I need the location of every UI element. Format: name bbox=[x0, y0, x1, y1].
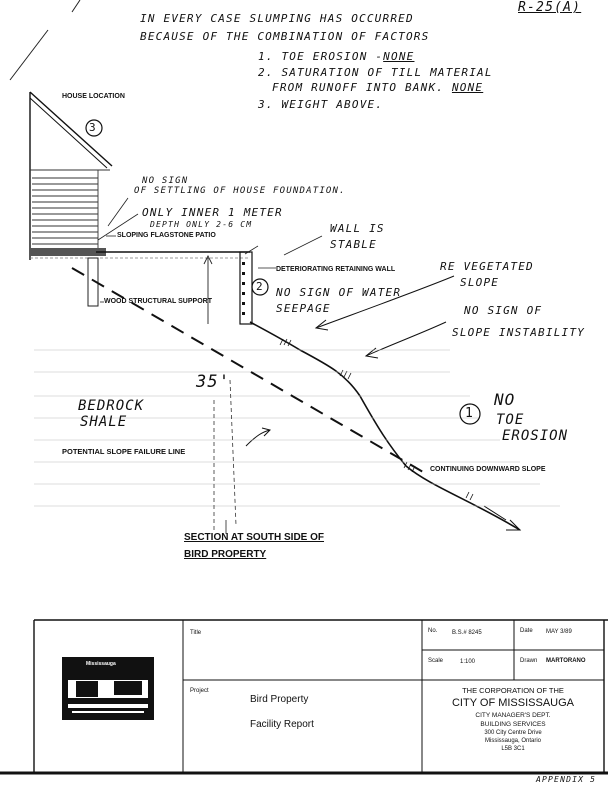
slope-profile bbox=[249, 321, 521, 531]
no-water-2: seepage bbox=[276, 302, 331, 315]
date-value: MAY 3/89 bbox=[546, 629, 572, 635]
marker-2: 2 bbox=[256, 280, 264, 293]
note-item-3: 3. Weight above. bbox=[258, 98, 384, 111]
no-water-1: No sign of water bbox=[276, 286, 402, 299]
bedrock-label-2: shale bbox=[80, 414, 128, 430]
footer-appendix: Appendix 5 bbox=[536, 775, 597, 784]
house-location-label: House Location bbox=[62, 93, 125, 100]
no-toe-2: toe bbox=[496, 412, 525, 428]
settling-note-1: No sign bbox=[142, 176, 189, 186]
dept-line-1: City Manager's Dept. bbox=[475, 712, 551, 719]
marker-1: 1 bbox=[465, 406, 475, 421]
project-label: Project bbox=[190, 688, 209, 694]
sloping-patio-label: Sloping flagstone patio bbox=[117, 232, 216, 239]
no-label: No. bbox=[428, 628, 438, 634]
wall-stable-2: stable bbox=[330, 238, 377, 251]
settling-note-2: of settling of house foundation. bbox=[134, 186, 346, 196]
retaining-wall-label: Deteriorating retaining wall bbox=[276, 266, 396, 273]
marker-3: 3 bbox=[89, 121, 97, 134]
no-instability-2: slope instability bbox=[452, 326, 585, 339]
failure-line-label: Potential slope failure line bbox=[62, 447, 186, 456]
note-item-2a: 2. Saturation of till material bbox=[258, 66, 493, 79]
dept-line-2: Building Services bbox=[480, 721, 546, 728]
title-block-frame bbox=[0, 619, 608, 775]
no-value: B.S.# 8245 bbox=[452, 630, 482, 636]
failure-line bbox=[71, 267, 431, 477]
bedrock-label-1: Bedrock bbox=[78, 398, 145, 414]
section-title-1: Section at south side of bbox=[184, 532, 325, 543]
city-line: City of Mississauga bbox=[451, 697, 575, 709]
note-line-1: In every case slumping has occurred bbox=[140, 12, 414, 25]
drawn-label: Drawn bbox=[520, 658, 538, 664]
logo-text: Mississauga bbox=[86, 661, 116, 667]
corporation-line: The Corporation of the bbox=[462, 686, 564, 695]
wood-support-label: Wood structural support bbox=[104, 298, 212, 305]
revegetated-1: Re vegetated bbox=[440, 260, 534, 273]
revegetated-2: slope bbox=[460, 276, 500, 289]
project-line-2: Facility Report bbox=[250, 719, 314, 730]
date-label: Date bbox=[520, 628, 533, 634]
depth-dimension: 35' bbox=[196, 372, 231, 392]
drawn-value: MARTORANO bbox=[546, 658, 586, 664]
note-line-2: because of the combination of factors bbox=[140, 30, 430, 43]
reference-number: R-25(a) bbox=[518, 0, 582, 15]
project-line-1: Bird Property bbox=[250, 694, 309, 705]
address-line-2: Mississauga, Ontario bbox=[484, 738, 542, 744]
inner-depth-note-2: depth only 2-6 cm bbox=[150, 220, 253, 229]
scale-value: 1:100 bbox=[460, 659, 476, 665]
no-toe-1: No bbox=[494, 390, 516, 409]
title-label: Title bbox=[190, 630, 202, 636]
downward-slope-label: Continuing downward slope bbox=[430, 466, 546, 473]
inner-depth-note-1: Only inner 1 meter bbox=[142, 206, 283, 219]
note-item-2b: from runoff into bank. None bbox=[272, 81, 484, 94]
address-line-1: 300 City Centre Drive bbox=[484, 730, 542, 736]
house-roof bbox=[29, 91, 113, 260]
address-line-3: L5B 3C1 bbox=[501, 746, 525, 752]
retaining-wall bbox=[239, 251, 253, 325]
marker-2-circle bbox=[251, 278, 269, 296]
section-title-2: Bird property bbox=[184, 549, 267, 560]
marker-3-circle bbox=[85, 119, 103, 137]
note-item-1: 1. Toe erosion -None bbox=[258, 50, 415, 63]
house-siding bbox=[30, 169, 110, 256]
scale-label: Scale bbox=[428, 658, 444, 664]
no-toe-3: erosion bbox=[502, 428, 569, 444]
wall-stable-1: Wall is bbox=[330, 222, 385, 235]
city-logo bbox=[62, 657, 154, 720]
no-instability-1: No sign of bbox=[464, 304, 543, 317]
marker-1-circle bbox=[459, 403, 481, 425]
